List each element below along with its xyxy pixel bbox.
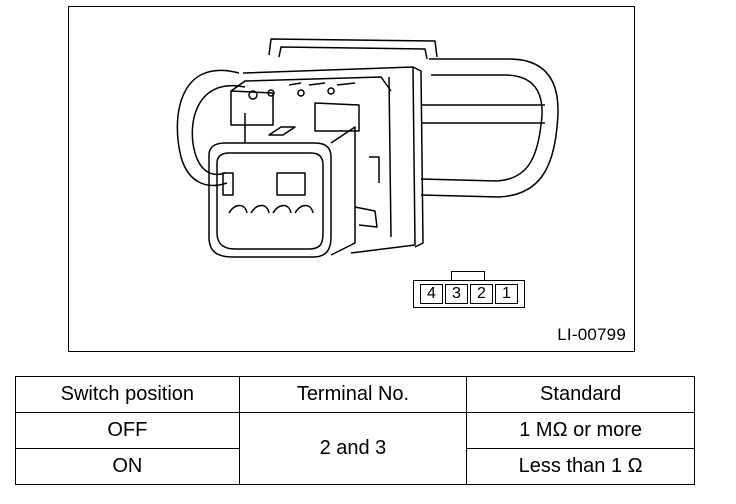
terminal-3: 3 <box>445 284 468 304</box>
header-standard: Standard <box>466 376 695 413</box>
cell-switch-off: OFF <box>15 412 240 449</box>
terminal-key-notch <box>451 271 485 281</box>
table-row: OFF 2 and 3 1 MΩ or more <box>15 412 695 485</box>
cell-switch-on: ON <box>15 448 240 485</box>
connector-figure: 4 3 2 1 LI-00799 <box>68 6 635 352</box>
cell-standard-on: Less than 1 Ω <box>466 448 695 485</box>
terminal-diagram: 4 3 2 1 <box>413 271 525 308</box>
terminal-2: 2 <box>470 284 493 304</box>
specification-table: Switch position Terminal No. Standard OF… <box>15 376 695 485</box>
header-switch-position: Switch position <box>15 376 240 413</box>
terminal-4: 4 <box>420 284 443 304</box>
header-terminal-no: Terminal No. <box>238 376 468 413</box>
terminal-1: 1 <box>495 284 518 304</box>
cell-standard-off: 1 MΩ or more <box>466 412 695 449</box>
table-header-row: Switch position Terminal No. Standard <box>15 376 695 413</box>
figure-id-label: LI-00799 <box>557 325 626 344</box>
cell-terminal-pair: 2 and 3 <box>238 412 468 485</box>
connector-drawing <box>176 38 559 258</box>
terminal-row: 4 3 2 1 <box>413 280 525 308</box>
table-row: ON Less than 1 Ω <box>15 448 695 485</box>
